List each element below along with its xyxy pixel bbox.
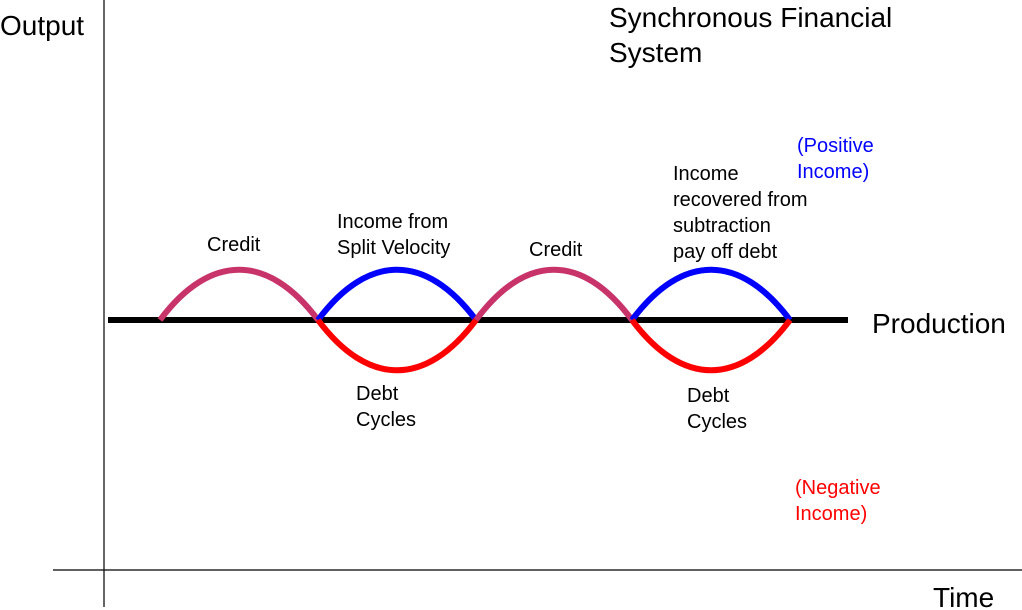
debt-curve-1 [315,318,479,374]
credit-label-1: Credit [207,234,261,256]
negative-income-1: (Negative [795,477,881,499]
income-recovered-4: pay off debt [673,241,778,263]
income-recovered-3: subtraction [673,215,771,237]
debt-label-2b: Cycles [687,411,747,433]
positive-income-2: Income) [797,161,869,183]
positive-income-1: (Positive [797,135,874,157]
income-recovered-1: Income [673,163,739,185]
y-axis-label: Output [0,10,84,41]
debt-label-1b: Cycles [356,409,416,431]
title-line-2: System [609,37,702,68]
income-split-label-2: Split Velocity [337,237,450,259]
credit-curve-2 [473,266,635,322]
income-split-label-1: Income from [337,211,448,233]
x-axis-label: Time [933,582,994,610]
title-line-1: Synchronous Financial [609,2,892,33]
income-curve-1 [315,266,479,322]
production-label: Production [872,308,1006,339]
debt-label-1a: Debt [356,383,399,405]
credit-curve-1 [157,266,321,322]
debt-curve-2 [629,318,793,374]
negative-income-2: Income) [795,503,867,525]
income-recovered-2: recovered from [673,189,808,211]
income-curve-2 [629,266,793,322]
debt-label-2a: Debt [687,385,730,407]
credit-label-2: Credit [529,239,583,261]
